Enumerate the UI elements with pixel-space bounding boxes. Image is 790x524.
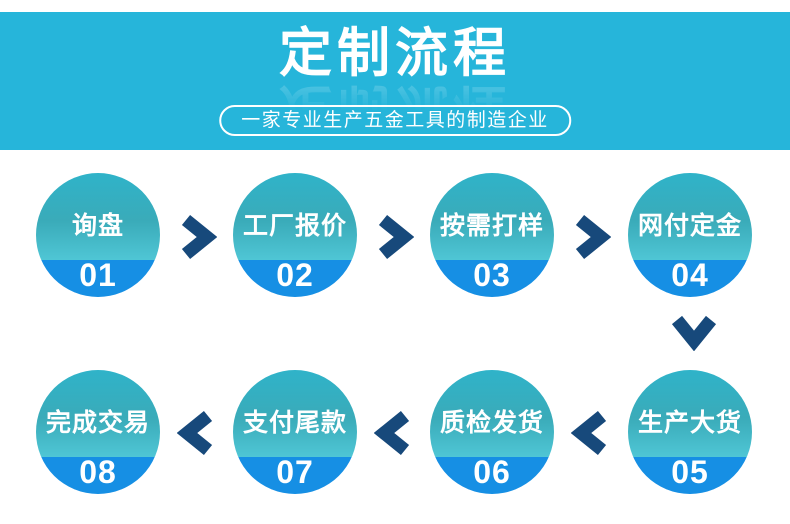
step-circle-03: 按需打样 03 — [430, 173, 554, 297]
step-05-label: 生产大货 — [637, 409, 742, 438]
arrow-right-icon — [571, 213, 611, 261]
step-01-label: 询盘 — [71, 212, 124, 241]
arrow-left-icon — [374, 409, 414, 457]
subtitle-text: 一家专业生产五金工具的制造企业 — [241, 109, 549, 131]
step-08-number: 08 — [79, 453, 117, 490]
step-circle-06: 质检发货 06 — [430, 370, 554, 494]
step-01-number: 01 — [79, 256, 117, 293]
step-08-number-section: 08 — [36, 453, 160, 494]
step-03-label-section: 按需打样 — [430, 173, 554, 260]
step-circle-04: 网付定金 04 — [628, 173, 752, 297]
subtitle-pill: 一家专业生产五金工具的制造企业 — [219, 105, 571, 136]
step-circle-02: 工厂报价 02 — [233, 173, 357, 297]
arrow-right-icon — [374, 213, 414, 261]
step-07-label: 支付尾款 — [242, 409, 347, 438]
arrow-left-icon — [177, 409, 217, 457]
arrow-left-icon — [571, 409, 611, 457]
step-03-number-section: 03 — [430, 256, 554, 297]
step-03-number: 03 — [473, 256, 511, 293]
arrow-down-icon — [670, 311, 718, 351]
step-01-number-section: 01 — [36, 256, 160, 297]
step-02-number: 02 — [276, 256, 314, 293]
banner: 定制流程 定制流程 一家专业生产五金工具的制造企业 — [0, 12, 790, 150]
step-04-number: 04 — [671, 256, 709, 293]
step-circle-05: 生产大货 05 — [628, 370, 752, 494]
step-circle-07: 支付尾款 07 — [233, 370, 357, 494]
arrow-right-icon — [177, 213, 217, 261]
step-08-label-section: 完成交易 — [36, 370, 160, 457]
step-02-label: 工厂报价 — [242, 212, 347, 241]
step-06-label-section: 质检发货 — [430, 370, 554, 457]
step-05-number-section: 05 — [628, 453, 752, 494]
step-02-number-section: 02 — [233, 256, 357, 297]
step-06-number: 06 — [473, 453, 511, 490]
step-05-label-section: 生产大货 — [628, 370, 752, 457]
step-06-number-section: 06 — [430, 453, 554, 494]
step-07-number: 07 — [276, 453, 314, 490]
step-03-label: 按需打样 — [439, 212, 544, 241]
page-title: 定制流程 — [279, 24, 511, 83]
step-04-label-section: 网付定金 — [628, 173, 752, 260]
step-07-label-section: 支付尾款 — [233, 370, 357, 457]
step-04-number-section: 04 — [628, 256, 752, 297]
step-07-number-section: 07 — [233, 453, 357, 494]
step-06-label: 质检发货 — [439, 409, 544, 438]
step-05-number: 05 — [671, 453, 709, 490]
step-08-label: 完成交易 — [45, 409, 150, 438]
step-circle-01: 询盘 01 — [36, 173, 160, 297]
step-04-label: 网付定金 — [637, 212, 742, 241]
step-02-label-section: 工厂报价 — [233, 173, 357, 260]
step-circle-08: 完成交易 08 — [36, 370, 160, 494]
step-01-label-section: 询盘 — [36, 173, 160, 260]
